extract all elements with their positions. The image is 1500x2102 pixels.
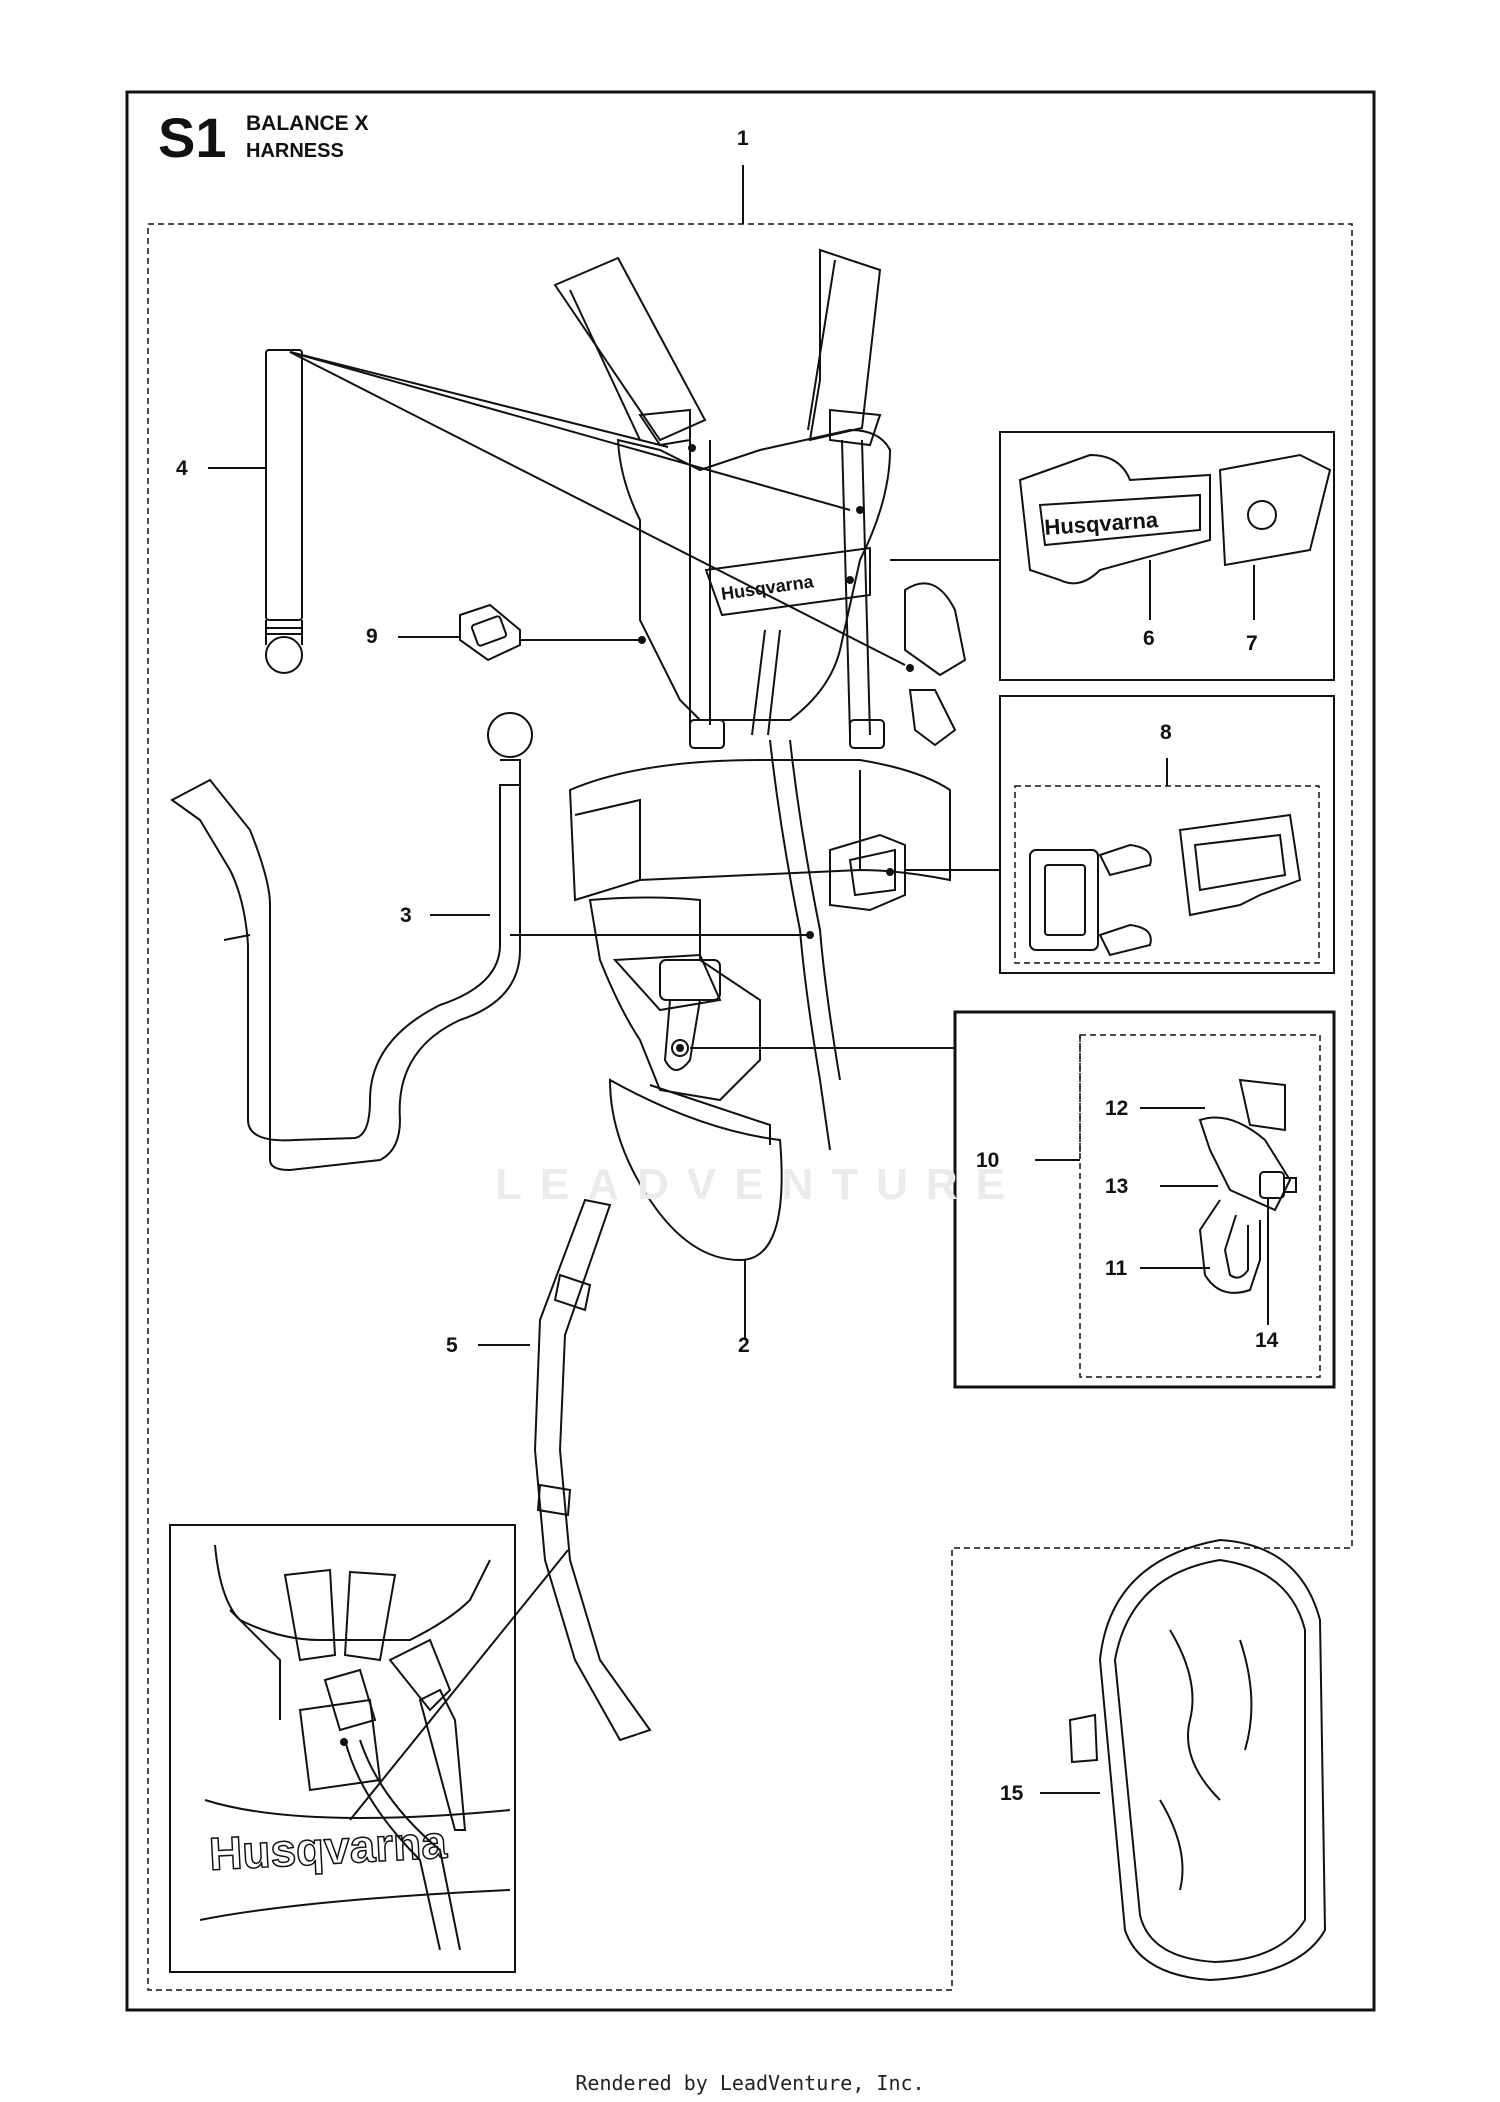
part-4-strap bbox=[265, 349, 303, 674]
callout-6[interactable]: 6 bbox=[1143, 627, 1155, 650]
callout-2[interactable]: 2 bbox=[738, 1334, 750, 1357]
inset-10-dashed bbox=[1079, 1034, 1321, 1378]
callout-14[interactable]: 14 bbox=[1255, 1329, 1279, 1352]
callout-10[interactable]: 10 bbox=[976, 1149, 1000, 1172]
callout-9[interactable]: 9 bbox=[366, 625, 378, 648]
part-10-hook-assembly bbox=[1198, 1078, 1297, 1294]
section-code: S1 bbox=[158, 106, 227, 169]
callout-3[interactable]: 3 bbox=[400, 904, 412, 927]
part-8-buckle-female bbox=[1178, 813, 1302, 917]
inset-6-7 bbox=[999, 431, 1335, 681]
page-subtitle: HARNESS bbox=[246, 140, 344, 162]
inset-10 bbox=[953, 1010, 1336, 1389]
footer-credit: Rendered by LeadVenture, Inc. bbox=[575, 2071, 925, 2095]
callout-11[interactable]: 11 bbox=[1105, 1257, 1128, 1280]
callout-7[interactable]: 7 bbox=[1246, 632, 1258, 655]
callout-13[interactable]: 13 bbox=[1105, 1175, 1129, 1198]
callout-12[interactable]: 12 bbox=[1105, 1097, 1129, 1120]
harness-assembly bbox=[553, 248, 967, 1340]
part-7-clip bbox=[1218, 453, 1332, 567]
diagram-frame bbox=[125, 90, 1376, 2012]
part-6-cover bbox=[1018, 453, 1211, 585]
callout-1[interactable]: 1 bbox=[737, 127, 749, 150]
callout-15[interactable]: 15 bbox=[1000, 1782, 1024, 1805]
detail-inset bbox=[169, 1524, 516, 1973]
callout-8[interactable]: 8 bbox=[1160, 721, 1172, 744]
kit-boundary bbox=[147, 223, 1353, 1991]
inset-8-dashed bbox=[1014, 785, 1320, 964]
part-5-strap bbox=[533, 1198, 652, 1742]
part-3-tube bbox=[170, 712, 533, 1172]
part-9-slider bbox=[459, 603, 521, 662]
page-title: BALANCE X bbox=[246, 112, 369, 135]
watermark: LEADVENTURE bbox=[495, 1160, 1024, 1209]
inset-8 bbox=[999, 695, 1335, 974]
callout-4[interactable]: 4 bbox=[176, 457, 188, 480]
part-15-bag bbox=[1068, 1538, 1327, 1982]
detail-view bbox=[199, 1544, 511, 1951]
part-8-buckle-male bbox=[1029, 843, 1152, 957]
callout-5[interactable]: 5 bbox=[446, 1334, 458, 1357]
